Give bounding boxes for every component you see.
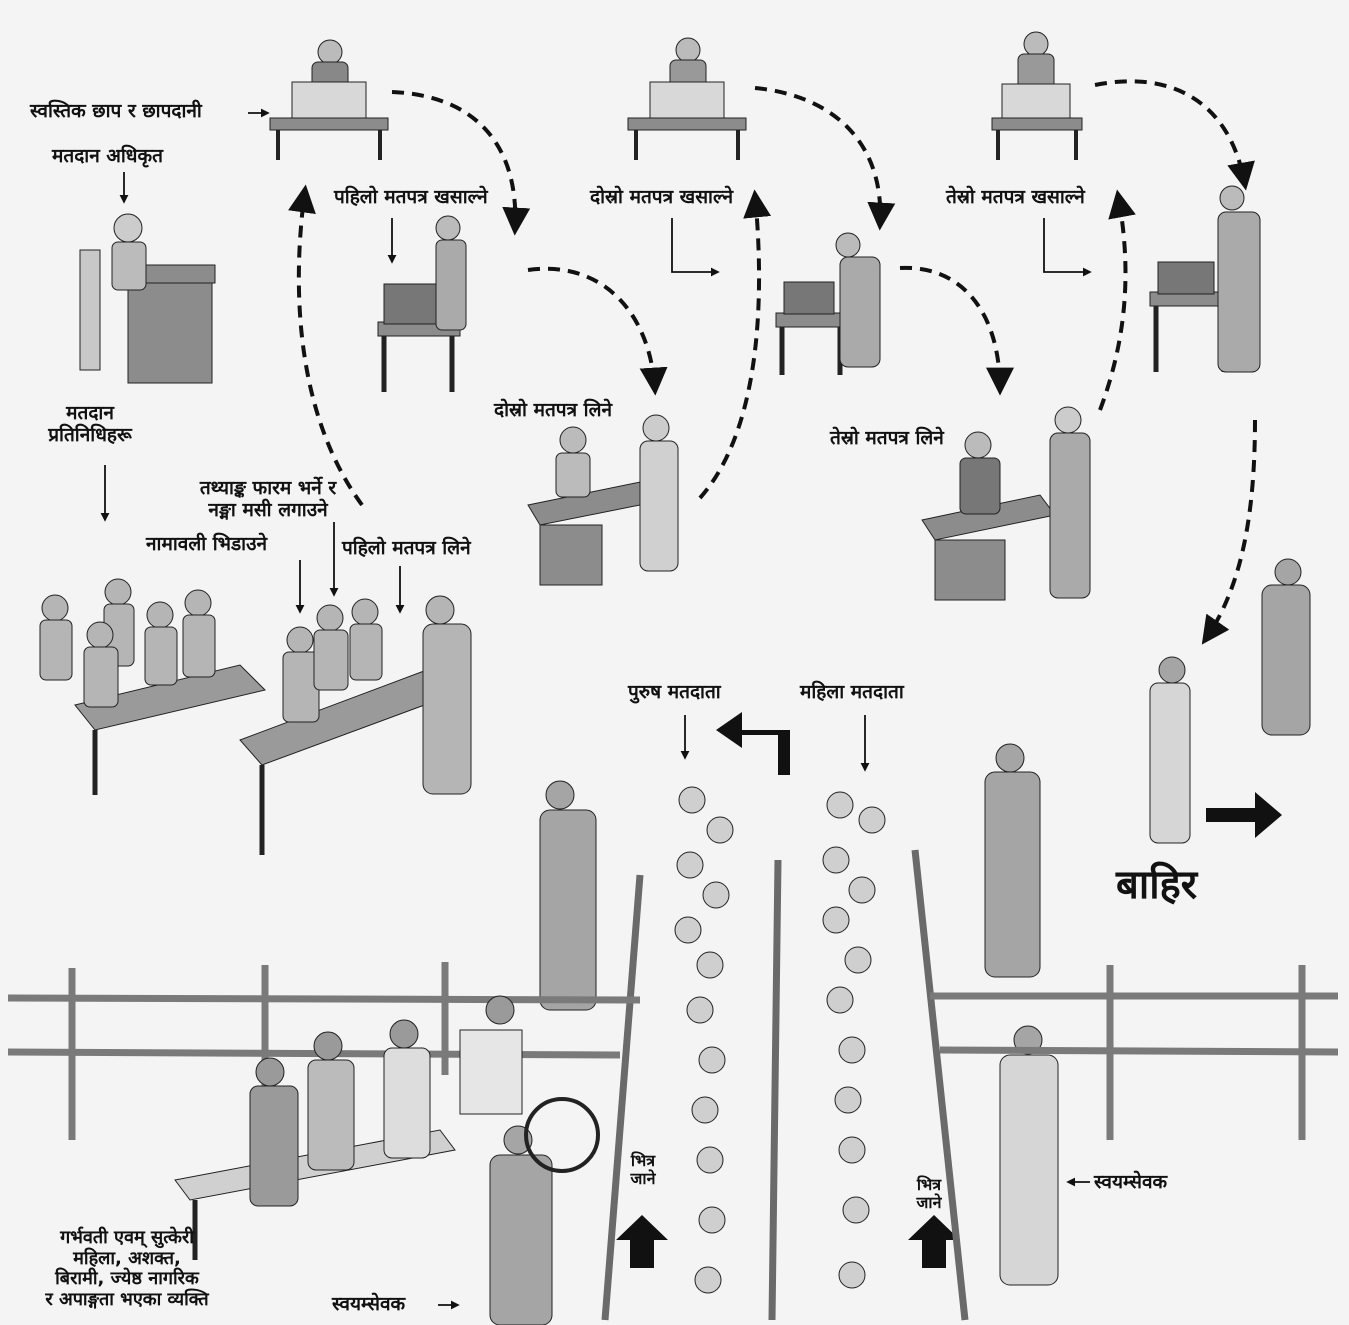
label-enter-right-line2: जाने	[916, 1193, 942, 1213]
label-stamp: स्वस्तिक छाप र छापदानी	[30, 100, 202, 122]
flow-arrows	[288, 79, 1257, 645]
label-male-voters: पुरुष मतदाता	[628, 681, 721, 703]
label-priority-line3: बिरामी, ज्येष्ठ नागरिक	[55, 1268, 199, 1290]
label-enter-right-line1: भित्र	[916, 1175, 942, 1194]
label-cast-third-ballot: तेस्रो मतपत्र खसाल्ने	[946, 186, 1085, 208]
label-take-first-ballot: पहिलो मतपत्र लिने	[342, 537, 471, 559]
label-representatives-line1: मतदान	[66, 402, 114, 424]
label-enter-left: भित्र जाने	[612, 1151, 674, 1189]
label-representatives: मतदान प्रतिनिधिहरू	[40, 402, 140, 447]
ballot-box-2	[775, 232, 881, 375]
label-priority-line4: र अपाङ्गता भएका व्यक्ति	[45, 1289, 209, 1311]
guards-and-volunteers	[489, 558, 1311, 1325]
fences	[7, 962, 1339, 1140]
polling-officer-figure	[79, 213, 216, 384]
label-cast-first-ballot: पहिलो मतपत्र खसाल्ने	[334, 186, 488, 208]
label-match-roll: नामावली भिडाउने	[146, 533, 268, 555]
representatives-tables	[39, 578, 472, 855]
label-polling-officer: मतदान अधिकृत	[52, 145, 163, 167]
label-exit: बाहिर	[1116, 862, 1198, 908]
label-take-third-ballot: तेस्रो मतपत्र लिने	[830, 427, 944, 449]
label-priority-line1: गर्भवती एवम् सुत्केरी	[60, 1227, 194, 1248]
stamp-desk-3	[991, 31, 1083, 160]
label-priority-group: गर्भवती एवम् सुत्केरी महिला, अशक्त, बिरा…	[14, 1227, 240, 1311]
label-fill-form-line2: नङ्मा मसी लगाउने	[208, 498, 328, 521]
ballot-issue-desk-2	[527, 414, 679, 586]
label-fill-form: तथ्याङ्क फारम भर्ने र नङ्मा मसी लगाउने	[168, 477, 368, 522]
label-enter-left-line1: भित्र	[630, 1151, 656, 1170]
bold-direction-arrows	[616, 712, 1282, 1268]
label-fill-form-line1: तथ्याङ्क फारम भर्ने र	[199, 477, 337, 499]
label-female-voters: महिला मतदाता	[800, 681, 904, 703]
priority-seating	[174, 995, 600, 1260]
label-cast-second-ballot: दोस्रो मतपत्र खसाल्ने	[590, 186, 734, 208]
stamp-desk-2	[627, 37, 747, 160]
label-enter-right: भित्र जाने	[898, 1175, 960, 1213]
stamp-desk-1	[269, 39, 389, 160]
ballot-box-3	[1149, 185, 1261, 373]
label-take-second-ballot: दोस्रो मतपत्र लिने	[494, 399, 613, 421]
label-representatives-line2: प्रतिनिधिहरू	[48, 423, 132, 446]
label-priority-line2: महिला, अशक्त,	[73, 1247, 181, 1269]
label-enter-left-line2: जाने	[630, 1169, 656, 1189]
ballot-box-1	[377, 215, 467, 392]
queue-lanes	[601, 786, 969, 1321]
ballot-issue-desk-3	[921, 406, 1091, 601]
label-volunteer-left: स्वयम्सेवक	[332, 1293, 406, 1315]
pointer-arrows	[100, 108, 1092, 1310]
label-volunteer-right: स्वयम्सेवक	[1094, 1171, 1168, 1193]
